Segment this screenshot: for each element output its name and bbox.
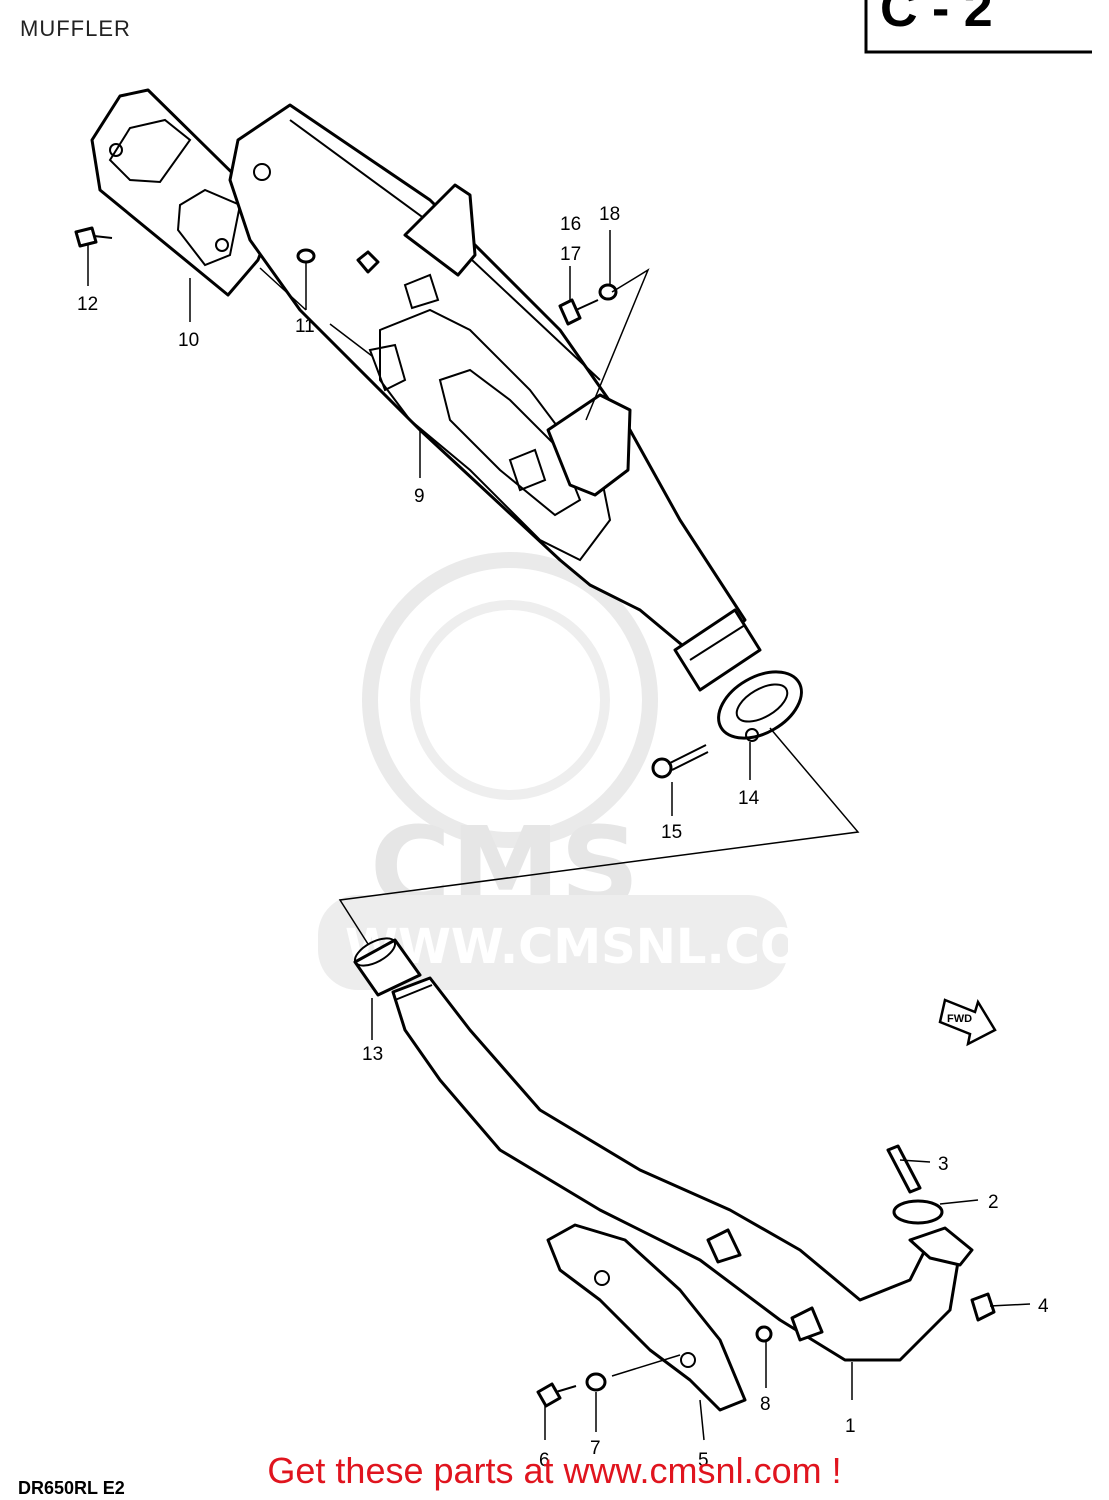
callout-15: 15: [661, 822, 682, 843]
part-2-3-4-stud-nut: [886, 1144, 996, 1322]
fwd-arrow-icon: FWD: [938, 998, 997, 1047]
guide-lines: [338, 268, 860, 945]
part-13-gasket: [353, 937, 422, 997]
part-9-muffler: [228, 103, 762, 692]
page-code: DR650RL E2: [18, 1478, 125, 1498]
section-code: C - 2: [880, 0, 993, 38]
fwd-label: FWD: [947, 1013, 972, 1025]
callout-5: 5: [698, 1450, 709, 1471]
callout-6: 6: [539, 1450, 550, 1471]
section-box: C - 2: [864, 0, 1092, 54]
watermark-url: WWW.CMSNL.COM: [345, 919, 849, 975]
callout-7: 7: [590, 1438, 601, 1459]
part-16-17-18-bolt-nut: [558, 283, 618, 326]
callout-13: 13: [362, 1044, 383, 1065]
callout-1: 1: [845, 1416, 856, 1437]
leader-lines: [87, 230, 1031, 1441]
diagram-title: MUFFLER: [20, 16, 131, 41]
cms-watermark: CMS WWW.CMSNL.COM: [318, 552, 849, 990]
callout-8: 8: [760, 1394, 771, 1415]
part-6-7-8-bolt-washers: [536, 1325, 773, 1408]
callout-12: 12: [77, 294, 98, 315]
callout-10: 10: [178, 330, 199, 351]
callout-labels: 1 2 3 4 5 6 7 8 9 10 11 12 13 14 15 16 1…: [77, 204, 1049, 1471]
callout-16: 16: [560, 214, 581, 235]
callout-9: 9: [414, 486, 425, 507]
callout-4: 4: [1038, 1296, 1049, 1317]
part-12-screw: [74, 226, 113, 248]
part-5-heat-guard: [546, 1223, 747, 1412]
callout-14: 14: [738, 788, 760, 809]
callout-17: 17: [560, 244, 581, 265]
footer-link[interactable]: Get these parts at www.cmsnl.com !: [267, 1450, 842, 1491]
part-14-clamp: [717, 670, 803, 742]
callout-11: 11: [295, 316, 315, 337]
part-15-bolt: [651, 744, 709, 779]
part-1-exhaust-pipe: [391, 976, 974, 1362]
part-10-heat-shield: [90, 88, 277, 297]
callout-18: 18: [599, 204, 620, 225]
callout-3: 3: [938, 1154, 949, 1175]
callout-2: 2: [988, 1192, 999, 1213]
